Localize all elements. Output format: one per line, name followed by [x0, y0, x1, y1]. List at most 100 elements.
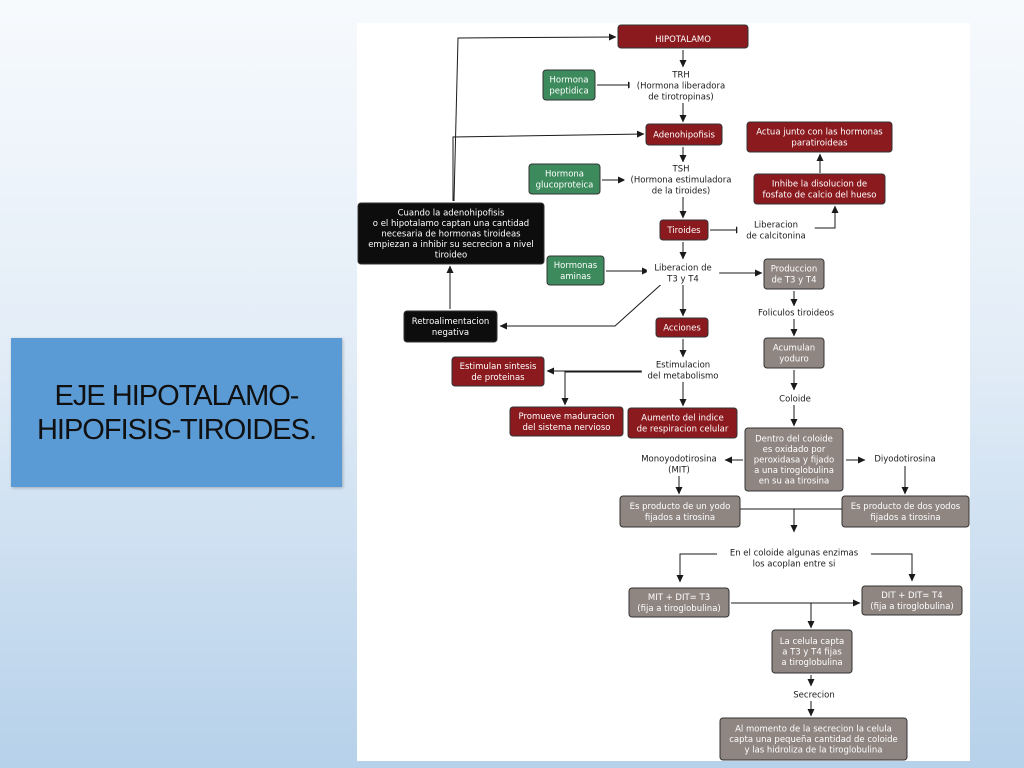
concept-map: HIPOTALAMOHormonapeptidicaAdenohipofisis…	[357, 24, 970, 761]
node-text-line: Inhibe la disolucion de	[772, 180, 867, 190]
node-text-line: es oxidado por	[763, 445, 826, 455]
label-text-line: Estimulacion	[656, 361, 710, 371]
node-text-line: peptidica	[549, 86, 588, 96]
node-al-momento: Al momento de la secrecion la celulacapt…	[719, 717, 908, 761]
node-box	[861, 585, 963, 616]
node-adenohipofisis: Adenohipofisis	[645, 123, 723, 146]
node-box	[763, 258, 825, 290]
label-monoyodotirosina: Monoyodotirosina(MIT)	[635, 452, 723, 476]
label-text-line: Secrecion	[793, 691, 834, 701]
node-text-line: fijados a tirosina	[645, 513, 715, 523]
label-coloide: Coloide	[774, 392, 816, 405]
node-box	[753, 173, 886, 205]
node-actua-junto: Actua junto con las hormonasparatiroidea…	[746, 121, 893, 153]
label-background	[646, 261, 720, 285]
node-text-line: Aumento del indice	[641, 414, 723, 424]
label-text-line: TSH	[672, 165, 690, 175]
node-text-line: Acumulan	[773, 344, 815, 354]
node-dit-dit-t4: DIT + DIT= T4(fija a tiroglobulina)	[861, 585, 963, 616]
label-background	[737, 218, 815, 242]
label-text-line: de la tiroides)	[652, 187, 711, 197]
node-text-line: Adenohipofisis	[653, 130, 715, 140]
node-text-line: fosfato de calcio del hueso	[763, 190, 877, 200]
connector-arrow	[499, 279, 667, 330]
label-text-line: Foliculos tiroideos	[758, 309, 835, 319]
node-box	[771, 629, 853, 674]
node-text-line: de proteinas	[471, 373, 525, 383]
node-text-line: Tiroides	[666, 226, 701, 236]
node-text-line: Hormona	[545, 170, 584, 180]
label-text-line: Liberacion	[754, 221, 798, 231]
label-secrecion: Secrecion	[788, 688, 840, 701]
node-text-line: peroxidasa y fijado	[754, 455, 834, 465]
node-text-line: yoduro	[779, 354, 809, 364]
node-box	[619, 495, 741, 528]
connector-arrow	[452, 130, 645, 201]
node-mit-dit-t3: MIT + DIT= T3(fija a tiroglobulina)	[628, 587, 730, 618]
connector-arrow	[808, 205, 839, 229]
label-diyodotirosina: Diyodotirosina	[866, 452, 944, 465]
node-text-line: MIT + DIT= T3	[648, 593, 710, 603]
connector-arrow	[676, 553, 727, 583]
node-box	[357, 202, 545, 265]
label-background	[635, 452, 723, 476]
label-background	[624, 162, 738, 197]
label-background	[641, 358, 725, 382]
label-background	[866, 452, 944, 465]
node-text-line: en su aa tirosina	[759, 477, 830, 487]
node-text-line: Cuando la adenohipofisis	[398, 208, 505, 218]
node-text-line: (fija a tiroglobulina)	[637, 604, 720, 614]
label-text-line: Liberacion de	[654, 264, 711, 274]
node-box	[841, 495, 970, 528]
node-box	[627, 407, 738, 439]
label-text-line: (Hormona liberadora	[637, 82, 725, 92]
node-text-line: del sistema nervioso	[523, 423, 611, 433]
node-box	[645, 123, 723, 146]
node-text-line: Promueve maduracion	[519, 412, 615, 422]
node-box	[628, 587, 730, 618]
label-text-line: de tirotropinas)	[648, 93, 713, 103]
label-foliculos: Foliculos tiroideos	[744, 306, 848, 319]
label-text-line: T3 y T4	[666, 275, 699, 285]
label-background	[744, 306, 848, 319]
node-text-line: Retroalimentacion	[412, 317, 490, 327]
node-text-line: Actua junto con las hormonas	[756, 128, 883, 138]
node-text-line: a una tiroglobulina	[754, 466, 834, 476]
connector-arrow	[561, 371, 643, 406]
node-text-line: Hormonas	[554, 261, 598, 271]
node-box	[542, 69, 596, 101]
node-text-line: Es producto de un yodo	[630, 502, 731, 512]
node-box	[509, 406, 624, 437]
node-text-line: empiezan a inhibir su secrecion a nivel	[368, 240, 534, 250]
label-background	[774, 392, 816, 405]
node-text-line: tiroideo	[435, 251, 467, 261]
node-text-line: (fija a tiroglobulina)	[870, 602, 953, 612]
node-box	[655, 317, 709, 338]
node-text-line: Es producto de dos yodos	[851, 502, 961, 512]
label-background	[717, 546, 871, 570]
node-box	[403, 310, 498, 343]
node-tiroides: Tiroides	[659, 219, 709, 241]
node-text-line: Hormona	[549, 76, 588, 86]
label-text-line: TRH	[671, 71, 690, 81]
node-text-line: fijados a tirosina	[870, 513, 940, 523]
node-text-line: glucoproteica	[536, 180, 594, 190]
slide-title: EJE HIPOTALAMO-HIPOFISIS-TIROIDES.	[36, 379, 317, 446]
node-text-line: a tiroglobulina	[781, 658, 842, 668]
label-text-line: los acoplan entre si	[753, 560, 836, 570]
